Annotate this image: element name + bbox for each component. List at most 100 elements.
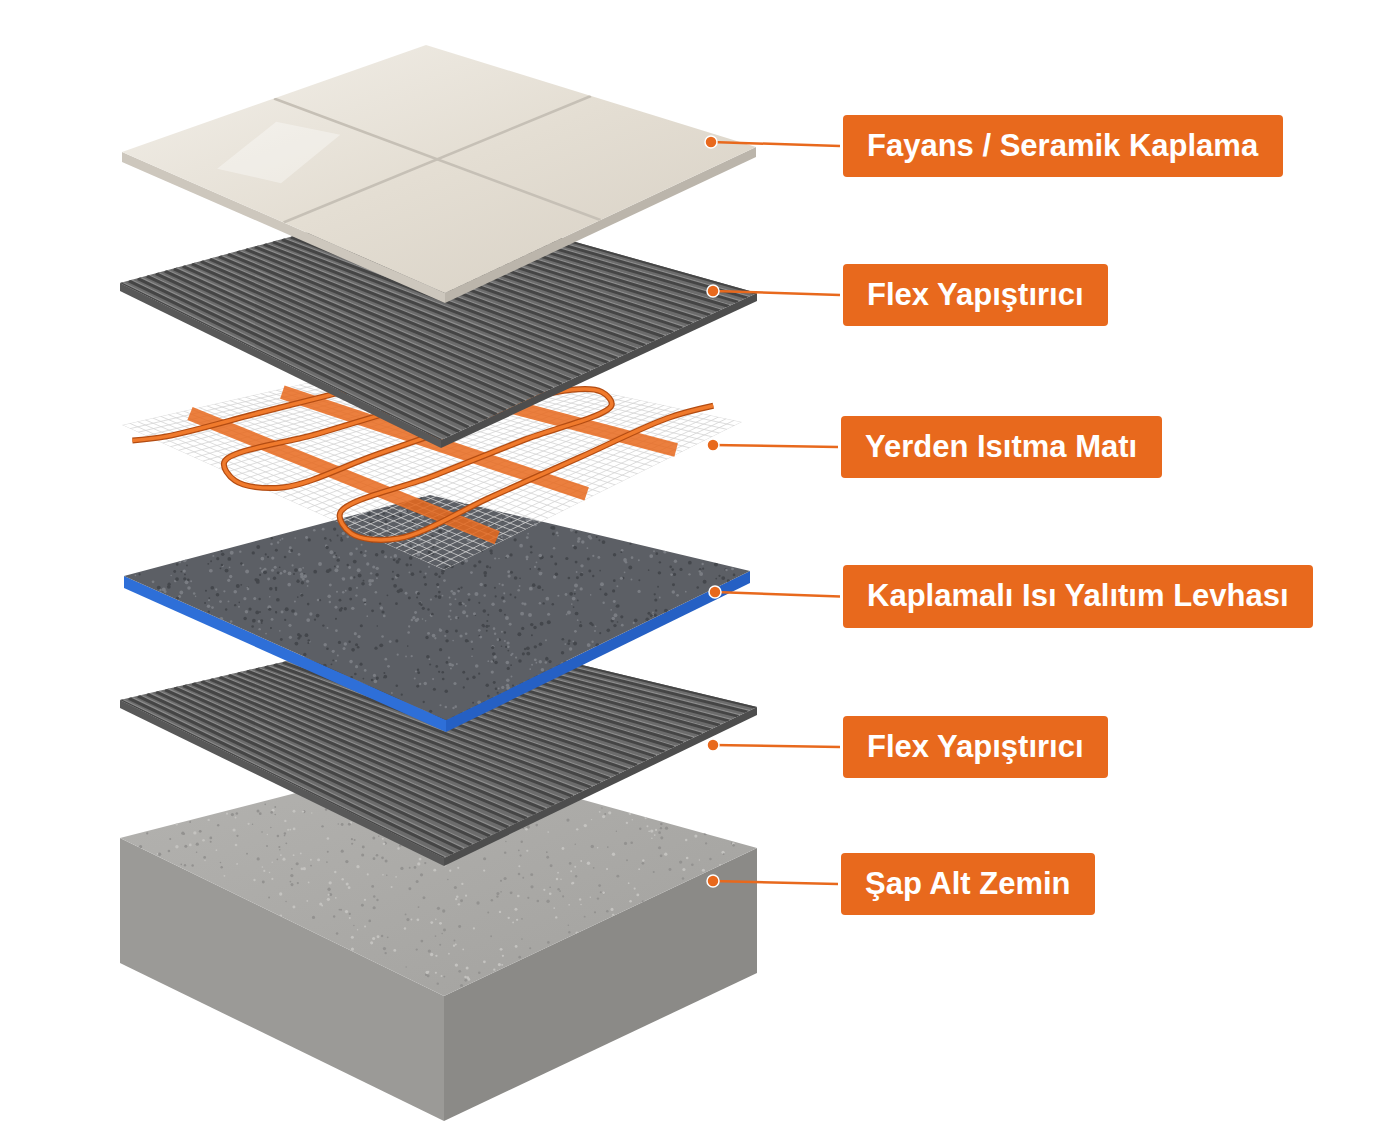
insulation-speckle <box>216 557 219 560</box>
screed-speckle <box>642 862 645 865</box>
insulation-speckle <box>360 551 363 554</box>
screed-speckle <box>209 836 212 839</box>
insulation-speckle <box>369 533 371 535</box>
insulation-speckle <box>533 626 536 629</box>
insulation-speckle <box>335 629 338 632</box>
insulation-speckle <box>485 684 488 687</box>
screed-speckle <box>518 865 520 867</box>
screed-speckle <box>570 870 572 872</box>
insulation-speckle <box>348 640 350 642</box>
insulation-speckle <box>596 536 598 538</box>
insulation-speckle <box>187 586 191 590</box>
insulation-speckle <box>387 665 390 668</box>
insulation-speckle <box>338 556 340 558</box>
insulation-speckle <box>550 526 554 530</box>
tile-grout <box>284 96 592 223</box>
screed-speckle <box>458 925 461 928</box>
insulation-speckle <box>186 565 188 567</box>
insulation-speckle <box>437 586 439 588</box>
screed-speckle <box>373 895 375 897</box>
insulation-speckle <box>300 594 303 597</box>
insulation-speckle <box>339 599 342 602</box>
insulation-speckle <box>355 665 358 668</box>
leader-group <box>705 136 840 887</box>
insulation-speckle <box>486 565 489 568</box>
screed-speckle <box>626 859 628 861</box>
screed-speckle <box>516 919 518 921</box>
screed-speckle <box>648 830 650 832</box>
insulation-speckle <box>313 529 316 532</box>
insulation-speckle <box>358 574 362 578</box>
screed-speckle <box>368 920 371 923</box>
insulation-speckle <box>305 536 308 539</box>
screed-speckle <box>660 823 663 826</box>
insulation-speckle <box>498 558 500 560</box>
insulation-speckle <box>526 646 530 650</box>
insulation-speckle <box>204 602 206 604</box>
insulation-speckle <box>338 641 341 644</box>
insulation-speckle <box>579 624 582 627</box>
screed-speckle <box>455 944 457 946</box>
insulation-speckle <box>371 579 374 582</box>
insulation-speckle <box>495 595 497 597</box>
insulation-speckle <box>152 580 155 583</box>
insulation-speckle <box>598 539 600 541</box>
insulation-speckle <box>503 600 506 603</box>
screed-speckle <box>341 823 344 826</box>
insulation-speckle <box>472 702 474 704</box>
screed-speckle <box>271 862 272 863</box>
screed-speckle <box>455 898 457 900</box>
insulation-speckle <box>503 592 505 594</box>
insulation-speckle <box>545 639 547 641</box>
insulation-speckle <box>401 694 403 696</box>
screed-speckle <box>555 916 557 918</box>
screed-speckle <box>682 868 685 871</box>
screed-speckle <box>594 911 596 913</box>
insulation-speckle <box>567 642 570 645</box>
insulation-speckle <box>268 608 271 611</box>
insulation-speckle <box>569 592 573 596</box>
insulation-speckle <box>393 584 397 588</box>
insulation-speckle <box>209 569 212 572</box>
screed-speckle <box>461 883 463 885</box>
screed-speckle <box>217 824 219 826</box>
insulation-speckle <box>318 562 322 566</box>
insulation-speckle <box>316 614 320 618</box>
insulation-speckle <box>349 660 353 664</box>
insulation-speckle <box>288 624 291 627</box>
screed-speckle <box>404 927 406 929</box>
insulation-speckle <box>281 538 283 540</box>
insulation-speckle <box>540 622 544 626</box>
insulation-speckle <box>408 572 410 574</box>
insulation-speckle <box>454 598 456 600</box>
insulation-speckle <box>654 593 656 595</box>
insulation-speckle <box>688 573 690 575</box>
screed-speckle <box>448 953 450 955</box>
label-box: Kaplamalı Isı Yalıtım Levhası <box>843 565 1313 628</box>
insulation-speckle <box>510 594 512 596</box>
screed-speckle <box>321 825 323 827</box>
insulation-speckle <box>492 652 496 656</box>
screed-speckle <box>372 937 375 940</box>
insulation-speckle <box>258 620 261 623</box>
insulation-speckle <box>187 578 190 581</box>
insulation-speckle <box>417 618 420 621</box>
insulation-speckle <box>545 661 548 664</box>
leader-dot <box>707 875 719 887</box>
insulation-speckle <box>417 668 419 670</box>
leader-dot <box>707 285 719 297</box>
screed-speckle <box>419 858 422 861</box>
screed-speckle <box>557 872 559 874</box>
insulation-speckle <box>236 584 240 588</box>
insulation-speckle <box>445 639 448 642</box>
screed-speckle <box>505 841 507 843</box>
insulation-speckle <box>384 555 387 558</box>
screed-speckle <box>465 895 467 897</box>
insulation-speckle <box>630 579 632 581</box>
screed-speckle <box>456 895 458 897</box>
insulation-speckle <box>699 570 701 572</box>
insulation-speckle <box>659 597 661 599</box>
screed-speckle <box>345 860 348 863</box>
insulation-speckle <box>645 618 648 621</box>
